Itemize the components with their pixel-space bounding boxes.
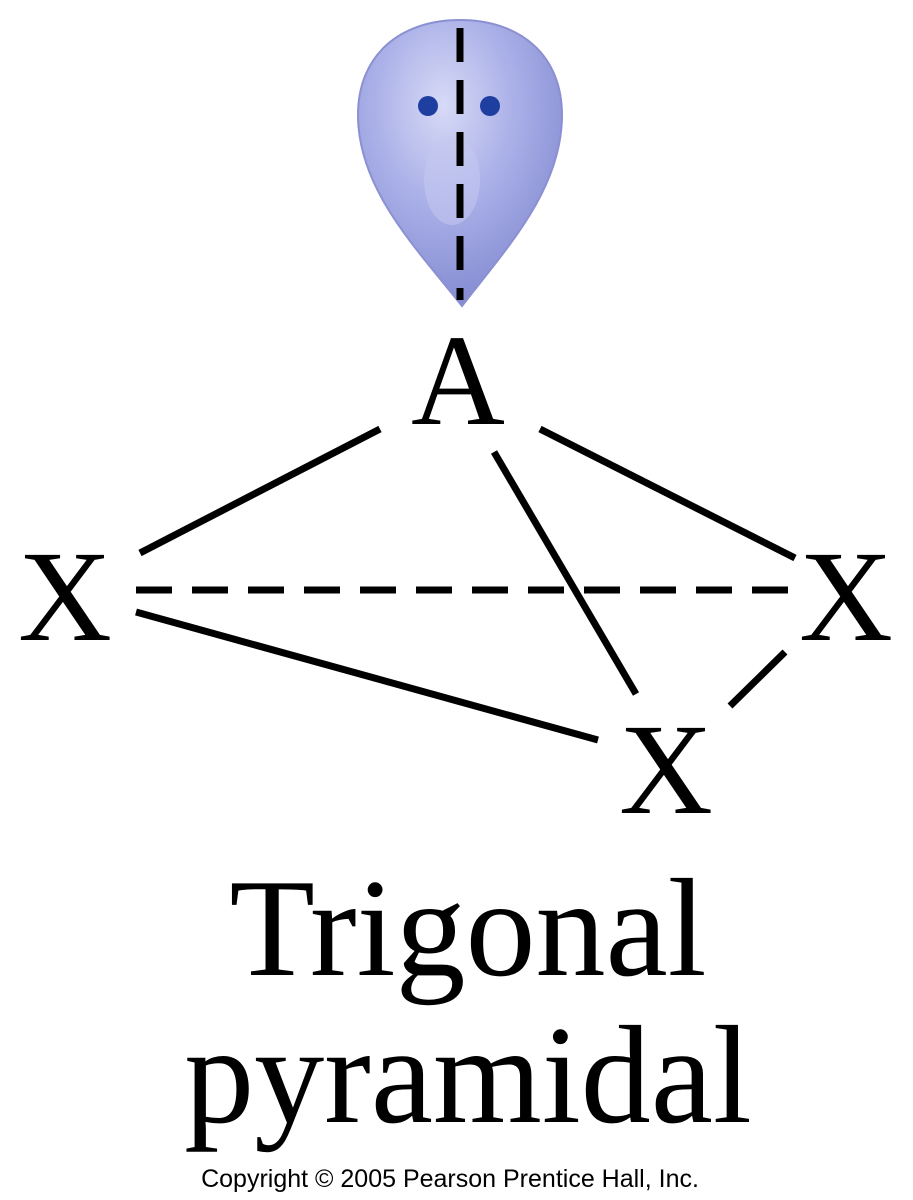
bond-right-front: [727, 649, 788, 709]
title-line-2: pyramidal: [184, 998, 752, 1153]
lobe-highlight: [424, 135, 480, 225]
central-atom-label: A: [411, 309, 505, 453]
title-line-1: Trigonal: [229, 851, 706, 1006]
ligand-front-label: X: [619, 698, 713, 842]
electron-dot-right: [480, 96, 500, 116]
bond-left-front: [135, 608, 599, 744]
ligand-left-label: X: [18, 525, 112, 669]
bond-a-left: [138, 425, 382, 557]
electron-dot-left: [418, 96, 438, 116]
copyright-notice: Copyright © 2005 Pearson Prentice Hall, …: [201, 1165, 699, 1193]
ligand-right-label: X: [799, 525, 893, 669]
lone-pair-lobe-icon: [356, 18, 564, 308]
bond-a-right: [538, 425, 797, 562]
bond-a-front: [490, 450, 640, 696]
